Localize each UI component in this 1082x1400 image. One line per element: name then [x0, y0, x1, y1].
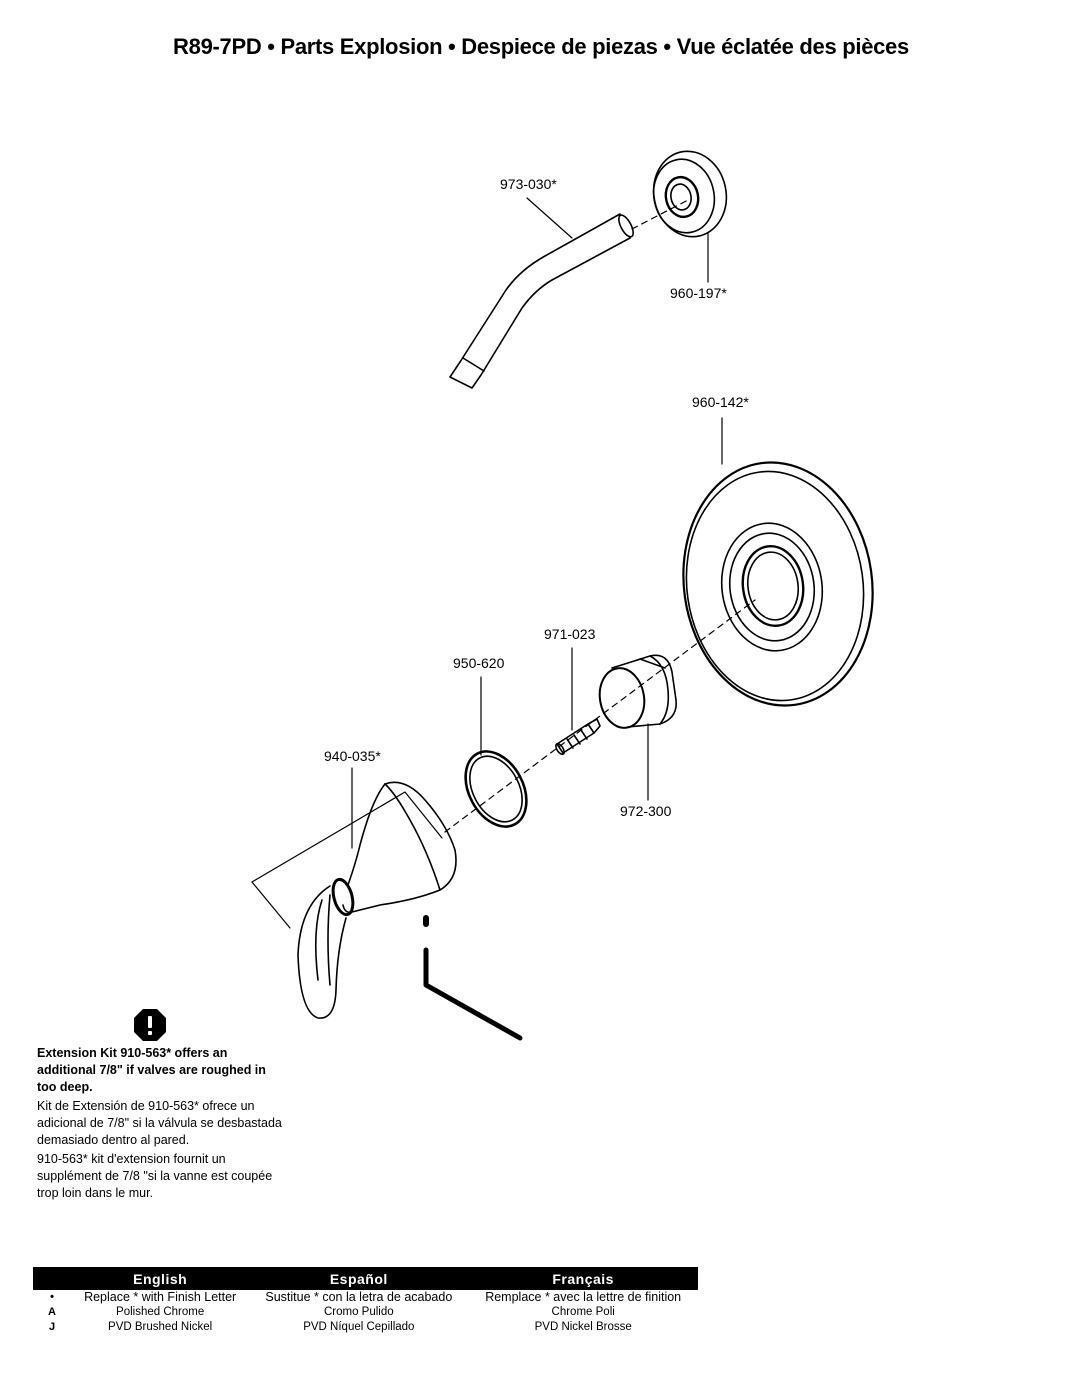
handle-bracket-top	[251, 791, 443, 883]
shower-arm-part	[449, 213, 634, 389]
finish-english: PVD Brushed Nickel	[108, 1321, 213, 1333]
finish-french: Remplace * avec la lettre de finition	[485, 1290, 682, 1304]
finish-code: A	[48, 1306, 56, 1318]
o-ring-part	[464, 750, 528, 828]
finish-spanish: PVD Níquel Cepillado	[303, 1321, 415, 1333]
part-label-shower-flange: 960-197*	[670, 285, 727, 301]
finish-table: English Español Français • Replace * wit…	[33, 1267, 698, 1335]
handle-part	[297, 781, 457, 1019]
finish-code: •	[50, 1291, 54, 1303]
table-row: A Polished Chrome Cromo Pulido Chrome Po…	[33, 1305, 698, 1320]
shower-flange-part	[652, 150, 728, 238]
exclamation-icon	[134, 1009, 166, 1041]
finish-english: Polished Chrome	[116, 1306, 205, 1318]
part-label-shower-arm: 973-030*	[500, 176, 557, 192]
finish-spanish: Cromo Pulido	[323, 1306, 394, 1318]
handle-bracket	[251, 881, 291, 929]
part-label-screw: 971-023	[544, 626, 596, 642]
header-blank	[33, 1267, 71, 1290]
shower-axis-dash	[631, 198, 691, 230]
part-label-handle: 940-035*	[324, 748, 381, 764]
notice-english: Extension Kit 910-563* offers an additio…	[37, 1046, 266, 1094]
table-row: • Replace * with Finish Letter Sustitue …	[33, 1290, 698, 1305]
sleeve-part	[598, 654, 677, 729]
notice-spanish: Kit de Extensión de 910-563* ofrece un a…	[37, 1099, 282, 1147]
leader-973-030	[526, 197, 573, 239]
table-row: J PVD Brushed Nickel PVD Níquel Cepillad…	[33, 1320, 698, 1335]
screw-part	[555, 718, 601, 756]
header-french: Français	[468, 1267, 698, 1290]
valve-axis-dash	[444, 599, 756, 833]
finish-english: Replace * with Finish Letter	[84, 1290, 237, 1304]
extension-kit-notice: Extension Kit 910-563* offers an additio…	[37, 1045, 287, 1202]
header-english: English	[71, 1267, 250, 1290]
finish-table-header: English Español Français	[33, 1267, 698, 1290]
part-label-o-ring: 950-620	[453, 655, 505, 671]
finish-french: PVD Nickel Brosse	[534, 1321, 632, 1333]
part-label-sleeve: 972-300	[620, 803, 672, 819]
finish-spanish: Sustitue * con la letra de acabado	[265, 1290, 453, 1304]
hex-key-tool	[423, 915, 523, 1041]
finish-code: J	[48, 1321, 56, 1333]
finish-french: Chrome Poli	[551, 1306, 615, 1318]
notice-french: 910-563* kit d'extension fournit un supp…	[37, 1152, 273, 1200]
header-spanish: Español	[249, 1267, 469, 1290]
escutcheon-part	[682, 461, 874, 707]
part-label-escutcheon: 960-142*	[692, 394, 749, 410]
page-title: R89-7PD • Parts Explosion • Despiece de …	[173, 34, 909, 59]
